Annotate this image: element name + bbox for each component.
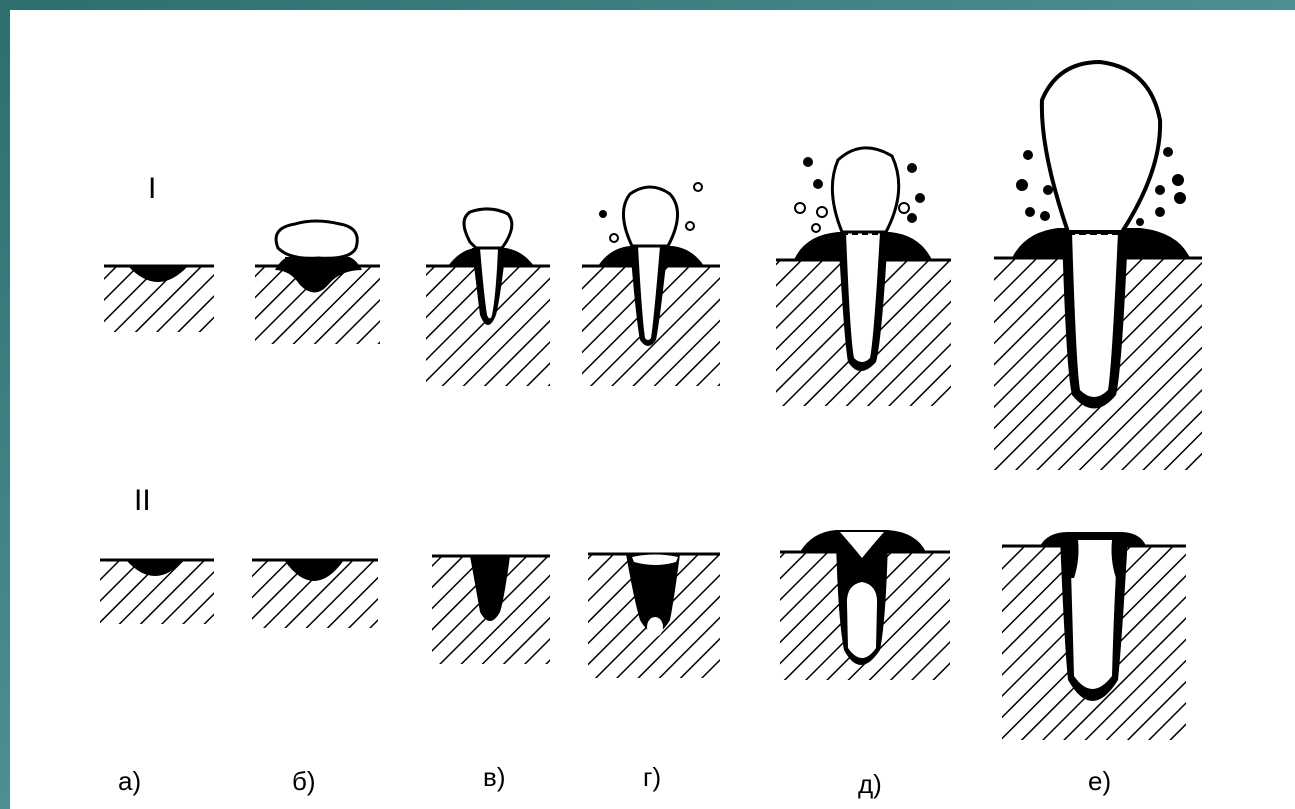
- frame-top-bar: [0, 0, 1295, 10]
- row-label-2: II: [134, 484, 151, 517]
- frame-left-bar: [0, 0, 10, 809]
- row2-stage-b: [252, 558, 378, 628]
- row1-stage-v: [426, 207, 550, 386]
- column-label-b: б): [292, 766, 316, 796]
- row2-stage-a: [100, 558, 214, 624]
- column-label-g: г): [643, 762, 661, 792]
- row1-stage-a: [104, 264, 214, 332]
- row2-stage-g: [588, 552, 720, 678]
- row2-stage-v: [432, 554, 550, 664]
- column-label-a: а): [118, 766, 141, 796]
- row1-stage-d: [776, 146, 951, 406]
- column-label-e: е): [1088, 766, 1111, 796]
- column-label-v: в): [483, 762, 505, 792]
- row1-stage-g: [582, 182, 720, 386]
- row1-stage-e: [994, 59, 1202, 470]
- row1-stage-b: [255, 219, 380, 344]
- row-label-1: I: [148, 172, 156, 205]
- row2-stage-d: [780, 530, 950, 680]
- column-label-d: д): [858, 769, 882, 799]
- row2-stage-e: [1002, 532, 1186, 740]
